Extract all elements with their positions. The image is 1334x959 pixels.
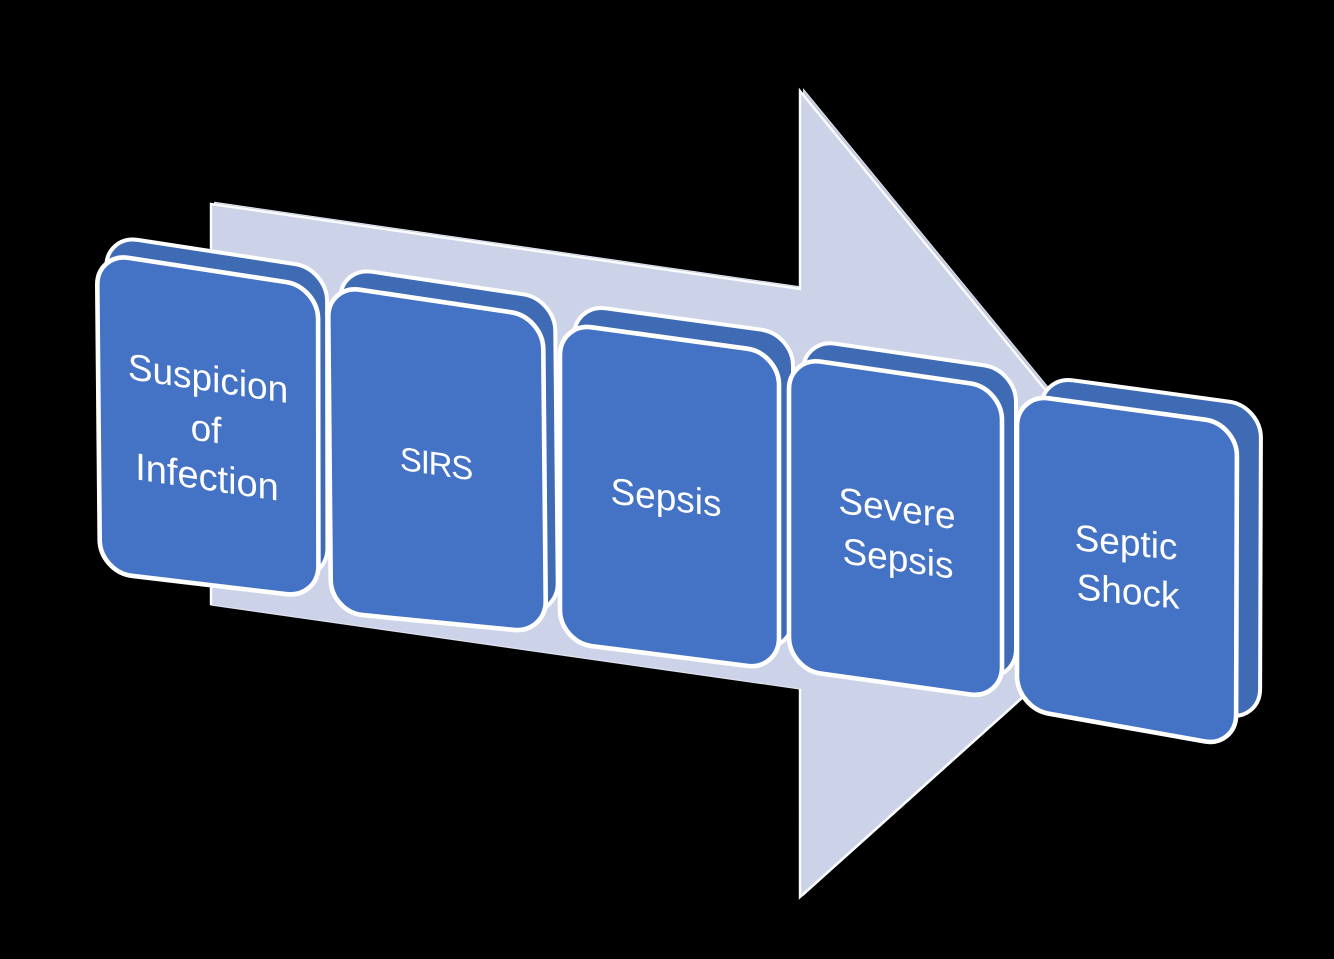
svg-text:Septic: Septic [1075, 516, 1178, 568]
svg-text:of: of [191, 405, 223, 451]
svg-text:Shock: Shock [1077, 565, 1180, 616]
